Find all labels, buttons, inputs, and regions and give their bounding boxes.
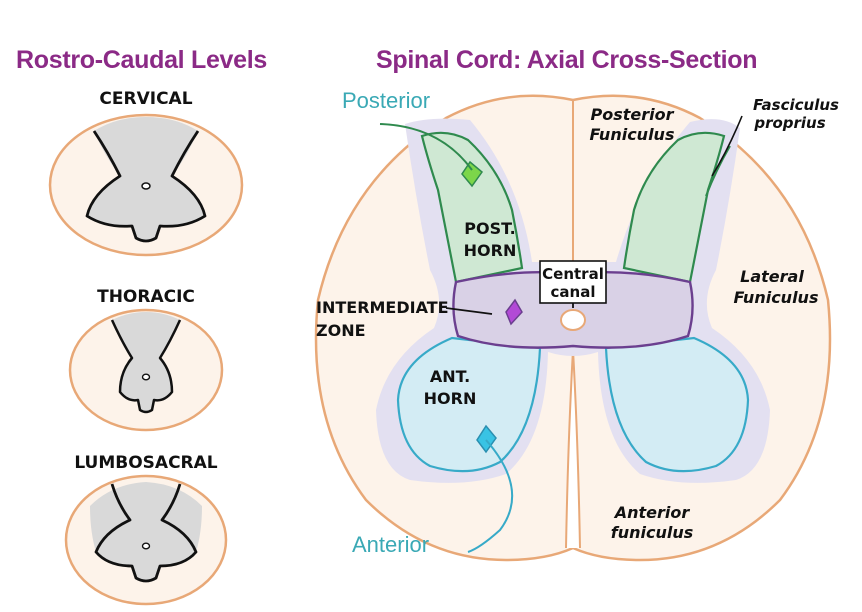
thoracic-label: THORACIC bbox=[97, 287, 195, 307]
axial-cross-section: Posterior Anterior POST. HORN ANT. HORN … bbox=[314, 88, 839, 562]
post-horn-label-2: HORN bbox=[464, 241, 517, 260]
anterior-pointer bbox=[467, 439, 514, 553]
lumbosacral-label: LUMBOSACRAL bbox=[74, 453, 217, 473]
green-diamond-marker bbox=[461, 160, 484, 188]
lateral-funiculus-label-2: Funiculus bbox=[734, 288, 819, 307]
purple-diamond-marker bbox=[505, 298, 523, 326]
fasciculus-label-1: Fasciculus bbox=[753, 96, 839, 114]
central-canal bbox=[560, 309, 586, 331]
cross-section-title: Spinal Cord: Axial Cross-Section bbox=[376, 46, 758, 74]
posterior-funiculus-label-1: Posterior bbox=[591, 105, 675, 124]
cervical-section: CERVICAL bbox=[48, 89, 244, 257]
lateral-funiculus-label-1: Lateral bbox=[740, 267, 804, 286]
rostro-caudal-title: Rostro-Caudal Levels bbox=[16, 46, 268, 74]
blue-diamond-marker bbox=[476, 424, 497, 454]
fasciculus-label-2: proprius bbox=[753, 114, 825, 132]
central-canal-label-2: canal bbox=[551, 283, 596, 301]
cervical-label: CERVICAL bbox=[99, 89, 192, 109]
intermediate-pointer bbox=[445, 307, 493, 315]
intermediate-label-2: ZONE bbox=[316, 321, 366, 340]
ant-horn-label-1: ANT. bbox=[430, 367, 470, 386]
posterior-pointer bbox=[379, 123, 473, 171]
anterior-direction-label: Anterior bbox=[352, 532, 429, 557]
lumbosacral-section: LUMBOSACRAL bbox=[64, 453, 228, 606]
posterior-horn-left bbox=[420, 131, 524, 284]
post-horn-label-1: POST. bbox=[464, 219, 515, 238]
central-canal-label-1: Central bbox=[542, 265, 604, 283]
posterior-funiculus-label-2: Funiculus bbox=[590, 125, 675, 144]
central-canal-label-box bbox=[539, 260, 607, 304]
ant-horn-label-2: HORN bbox=[424, 389, 477, 408]
thoracic-section: THORACIC bbox=[68, 287, 224, 432]
anterior-horn-right bbox=[604, 336, 750, 473]
fasciculus-pointer bbox=[711, 115, 743, 177]
anterior-funiculus-label-2: funiculus bbox=[611, 523, 694, 542]
anterior-horn-left bbox=[396, 336, 542, 473]
anterior-funiculus-label-1: Anterior bbox=[613, 503, 691, 522]
posterior-direction-label: Posterior bbox=[342, 88, 430, 113]
intermediate-label-1: INTERMEDIATE bbox=[316, 298, 449, 317]
